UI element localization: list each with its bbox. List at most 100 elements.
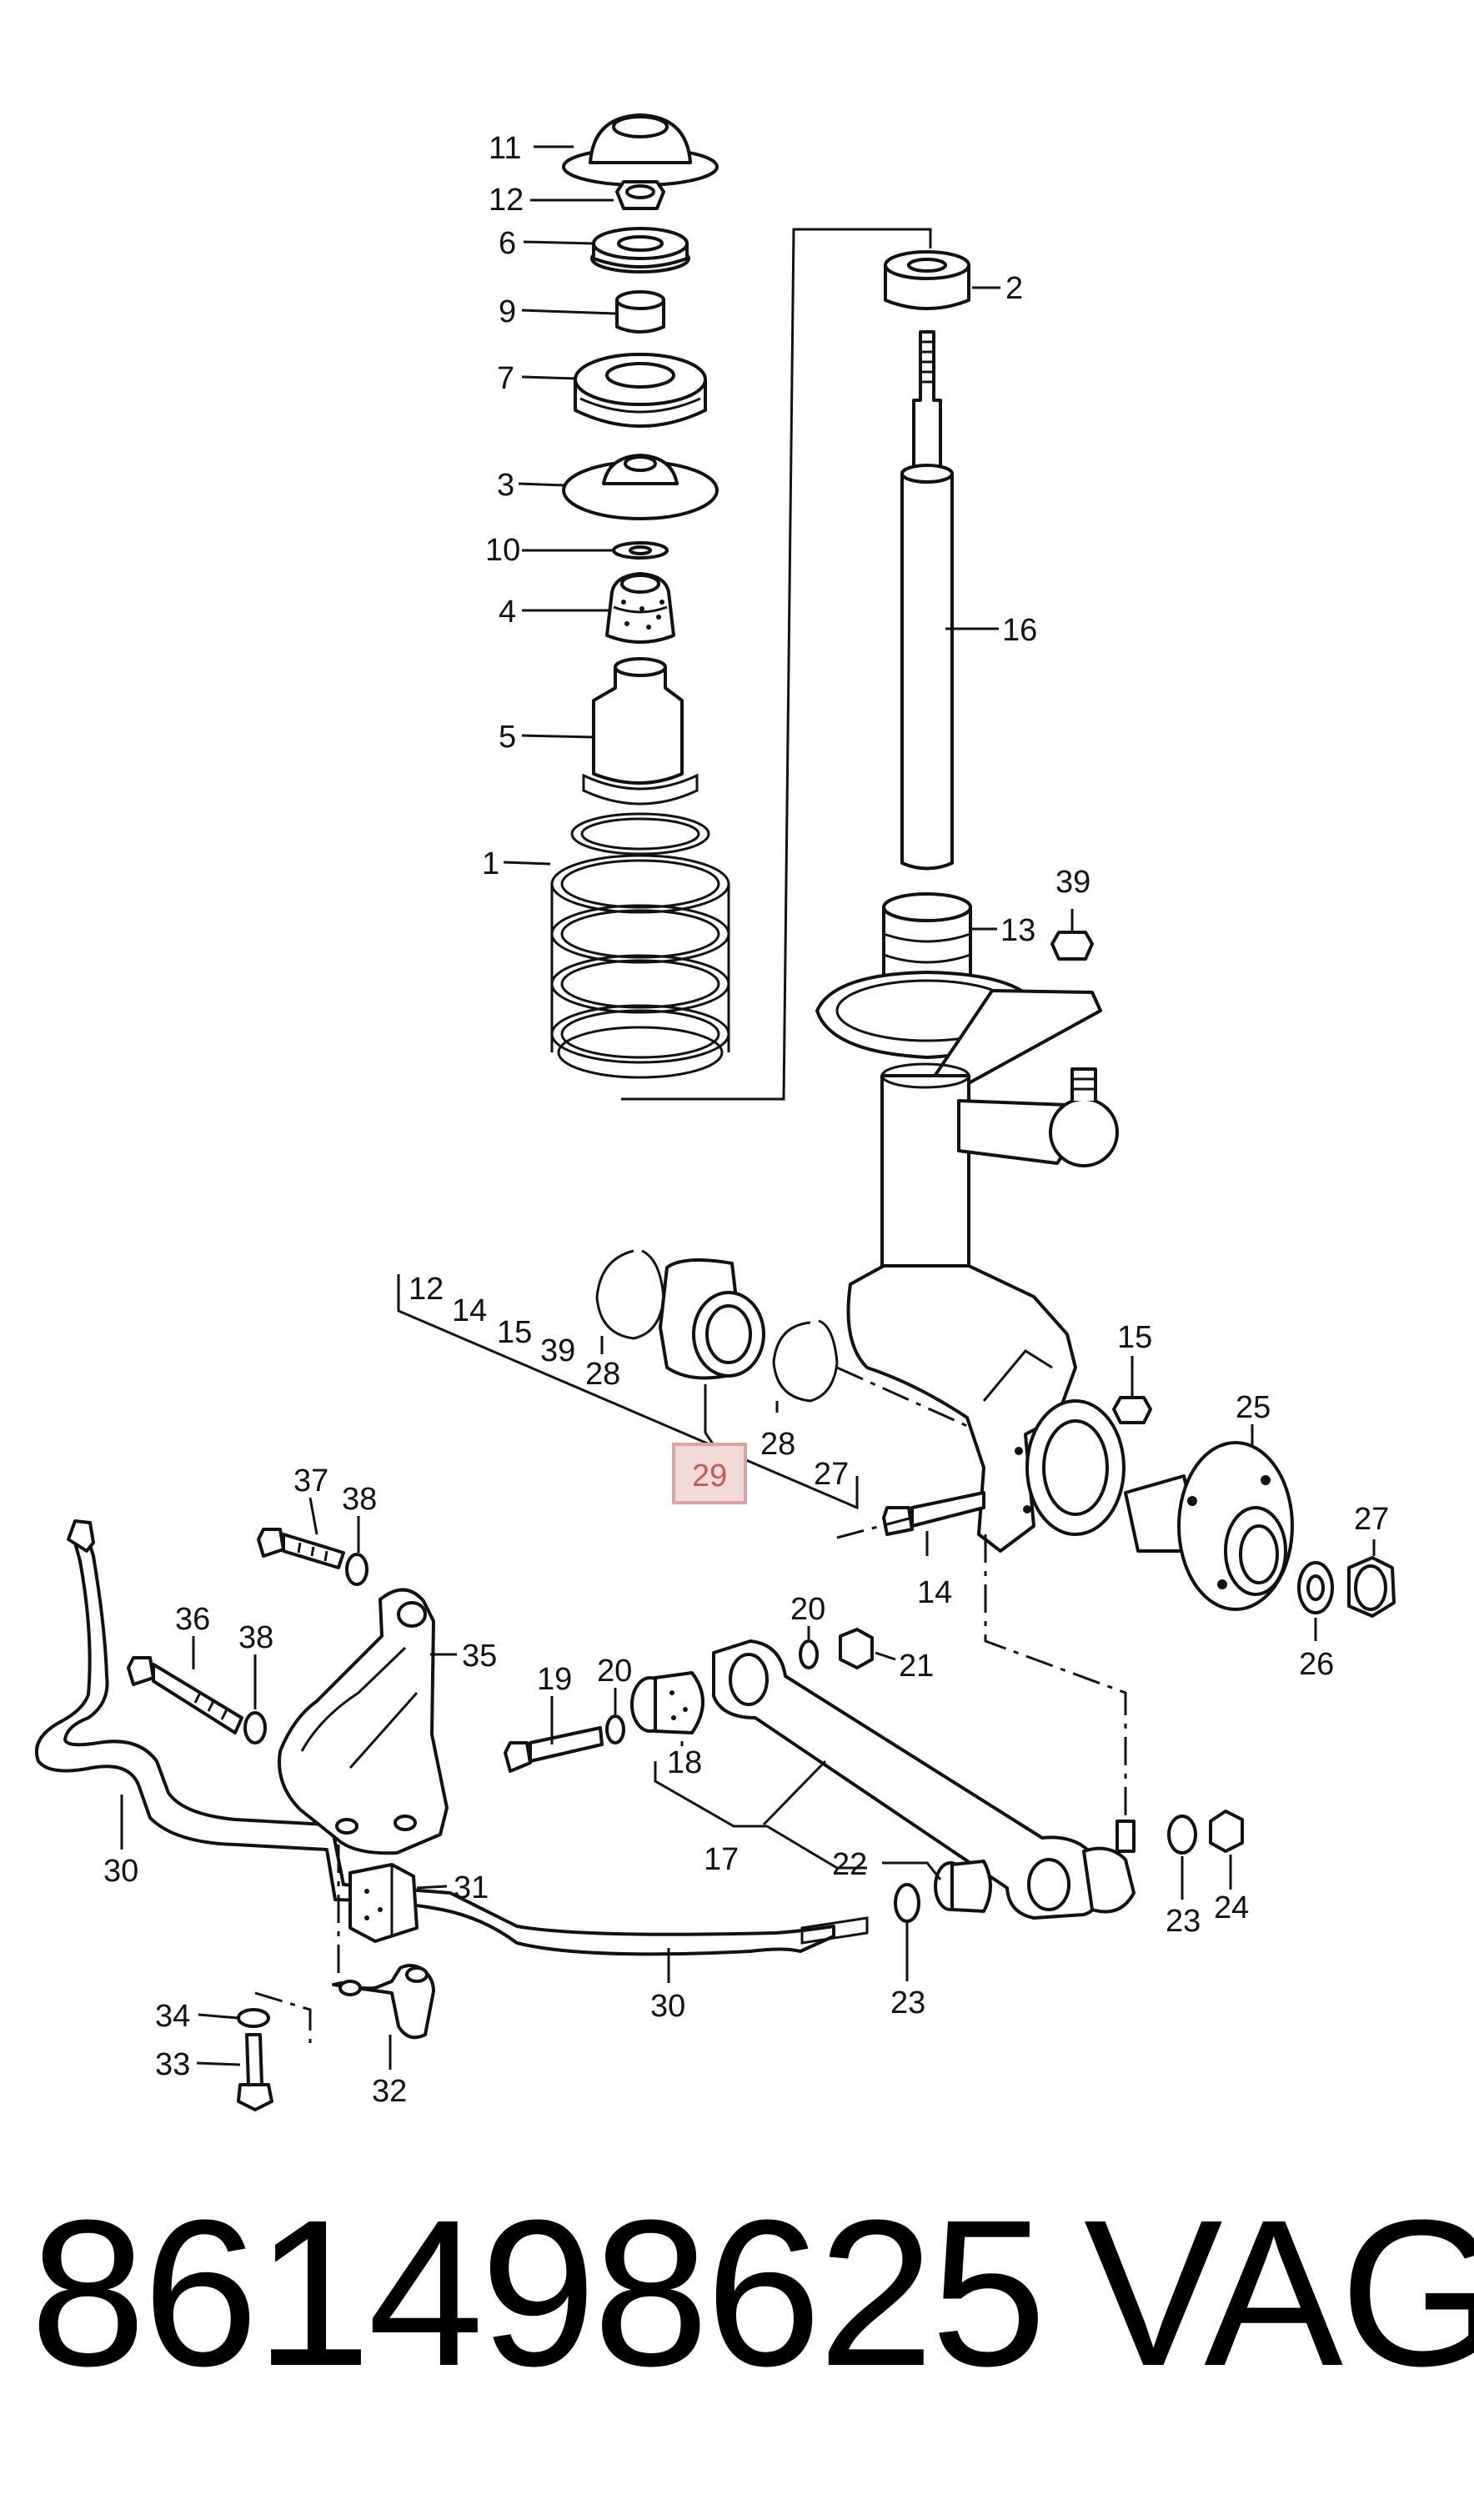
- wheel-bearing-kit: [397, 1249, 859, 1510]
- strut-assembly: [815, 250, 1396, 1618]
- wheel-hub-part: [1124, 1441, 1294, 1611]
- circlip-inner-part: [772, 1319, 839, 1403]
- callout-3: 3: [497, 468, 514, 503]
- callout-2: 2: [1005, 271, 1023, 306]
- callout-1: 1: [482, 846, 499, 881]
- callout-37: 37: [293, 1463, 328, 1498]
- callout-26: 26: [1299, 1647, 1334, 1682]
- callout-17: 17: [704, 1842, 739, 1877]
- part-number-footer: 861498625 VAG: [0, 2168, 1474, 2418]
- bushing-clamp-part: [332, 1964, 435, 2040]
- brand-name: VAG: [1084, 2176, 1474, 2409]
- lower-spring-plate-part: [815, 971, 1102, 1086]
- callout-32: 32: [372, 2074, 407, 2109]
- circlip-outer-part: [595, 1249, 665, 1340]
- callout-35: 35: [462, 1639, 497, 1674]
- hub-washer-part: [1297, 1561, 1334, 1614]
- callout-39-kit: 39: [540, 1333, 575, 1368]
- callout-23-lower: 23: [890, 1985, 925, 2021]
- callout-4: 4: [499, 595, 516, 630]
- assembly-line-balljoint: [984, 1534, 1127, 1818]
- callout-18: 18: [667, 1745, 702, 1780]
- top-cap-part: [562, 113, 719, 187]
- top-bushing-part: [884, 250, 970, 310]
- part-number: 861498625: [30, 2176, 1046, 2409]
- spring-seat-part: [562, 454, 719, 520]
- clamp-washer-part: [237, 2008, 270, 2028]
- steering-knuckle-part: [846, 1264, 1126, 1553]
- small-washer-part: [612, 541, 669, 560]
- stack-group-bracket: [621, 228, 932, 1101]
- wheel-bearing-part: [659, 1258, 765, 1380]
- kit-bracket: [397, 1274, 859, 1510]
- assembly-line-bolt: [836, 1516, 913, 1539]
- callout-28-right: 28: [760, 1427, 795, 1462]
- callout-31: 31: [454, 1870, 489, 1905]
- control-arm-part: [712, 1639, 1136, 1920]
- damper-cartridge-part: [900, 330, 954, 871]
- callout-16: 16: [1002, 613, 1037, 648]
- arm-washer-upper-part: [799, 1639, 819, 1669]
- callout-36: 36: [175, 1602, 210, 1637]
- callout-27-right: 27: [1354, 1502, 1389, 1537]
- callout-15-kit: 15: [497, 1315, 532, 1350]
- callout-11: 11: [489, 131, 521, 166]
- bump-stop-part: [605, 572, 675, 644]
- mount-bolt-upper-part: [257, 1528, 345, 1569]
- stabilizer-assembly: [34, 1519, 869, 2111]
- sleeve-part: [615, 290, 665, 334]
- bar-end-link-part: [67, 1519, 95, 1553]
- subframe-mount-part: [278, 1588, 449, 1855]
- dust-boot-part: [582, 657, 699, 806]
- callout-21: 21: [899, 1649, 934, 1684]
- callout-28-left: 28: [585, 1357, 620, 1392]
- callout-12-kit: 12: [409, 1272, 444, 1307]
- strut-body-part: [880, 931, 1119, 1278]
- balljoint-washer-part: [1167, 1815, 1197, 1855]
- callout-9: 9: [499, 294, 516, 329]
- callout-15-right: 15: [1117, 1320, 1152, 1355]
- arm-bushing-part: [630, 1671, 704, 1734]
- knuckle-bolt-nut-part: [1112, 1396, 1152, 1424]
- mount-washer-lower-part: [243, 1711, 267, 1744]
- arm-nut-part: [839, 1628, 874, 1669]
- stabilizer-bushing-part: [348, 1863, 419, 1943]
- callout-13: 13: [1000, 913, 1035, 948]
- arm-bolt-part: [504, 1726, 604, 1773]
- callout-10: 10: [485, 533, 520, 568]
- callout-12: 12: [489, 183, 524, 218]
- callout-20-lower: 20: [597, 1654, 632, 1689]
- callout-22: 22: [832, 1847, 867, 1882]
- callout-labels: 11 12 6 9 7 3 10 4 5 1 2 16 39 13 15 25 …: [103, 131, 1389, 2109]
- highlight-box: [672, 1443, 747, 1504]
- callout-6: 6: [499, 226, 516, 261]
- strut-bearing-part: [574, 353, 707, 428]
- callout-20-upper: 20: [790, 1592, 825, 1627]
- callout-14-right: 14: [917, 1575, 952, 1610]
- callout-38-lower: 38: [238, 1620, 273, 1655]
- arm-washer-part: [605, 1714, 625, 1744]
- callout-23-right: 23: [1166, 1904, 1201, 1939]
- assembly-line-knuckle: [836, 1366, 968, 1428]
- bearing-plate-part: [590, 227, 690, 274]
- leader-lines: [120, 145, 1376, 2070]
- pinch-bolt-part: [882, 1491, 985, 1536]
- callout-33: 33: [155, 2047, 190, 2082]
- callout-30-left: 30: [103, 1854, 138, 1889]
- strut-mount-stack: [550, 113, 730, 1079]
- rear-washer-part: [894, 1883, 920, 1923]
- callout-7: 7: [497, 361, 514, 396]
- mount-washer-upper-part: [345, 1553, 368, 1586]
- callout-19: 19: [537, 1662, 572, 1697]
- callout-29-highlighted: 29: [692, 1458, 727, 1493]
- callout-34: 34: [155, 1999, 190, 2034]
- callout-39-top: 39: [1055, 865, 1090, 900]
- rear-bushing-part: [934, 1860, 992, 1913]
- callout-5: 5: [499, 720, 516, 755]
- anti-roll-bar-part: [34, 1538, 835, 1956]
- clamp-bolt-part: [237, 2033, 273, 2111]
- callout-30-right: 30: [650, 1989, 685, 2024]
- callout-25: 25: [1236, 1390, 1271, 1425]
- callout-24: 24: [1214, 1890, 1249, 1925]
